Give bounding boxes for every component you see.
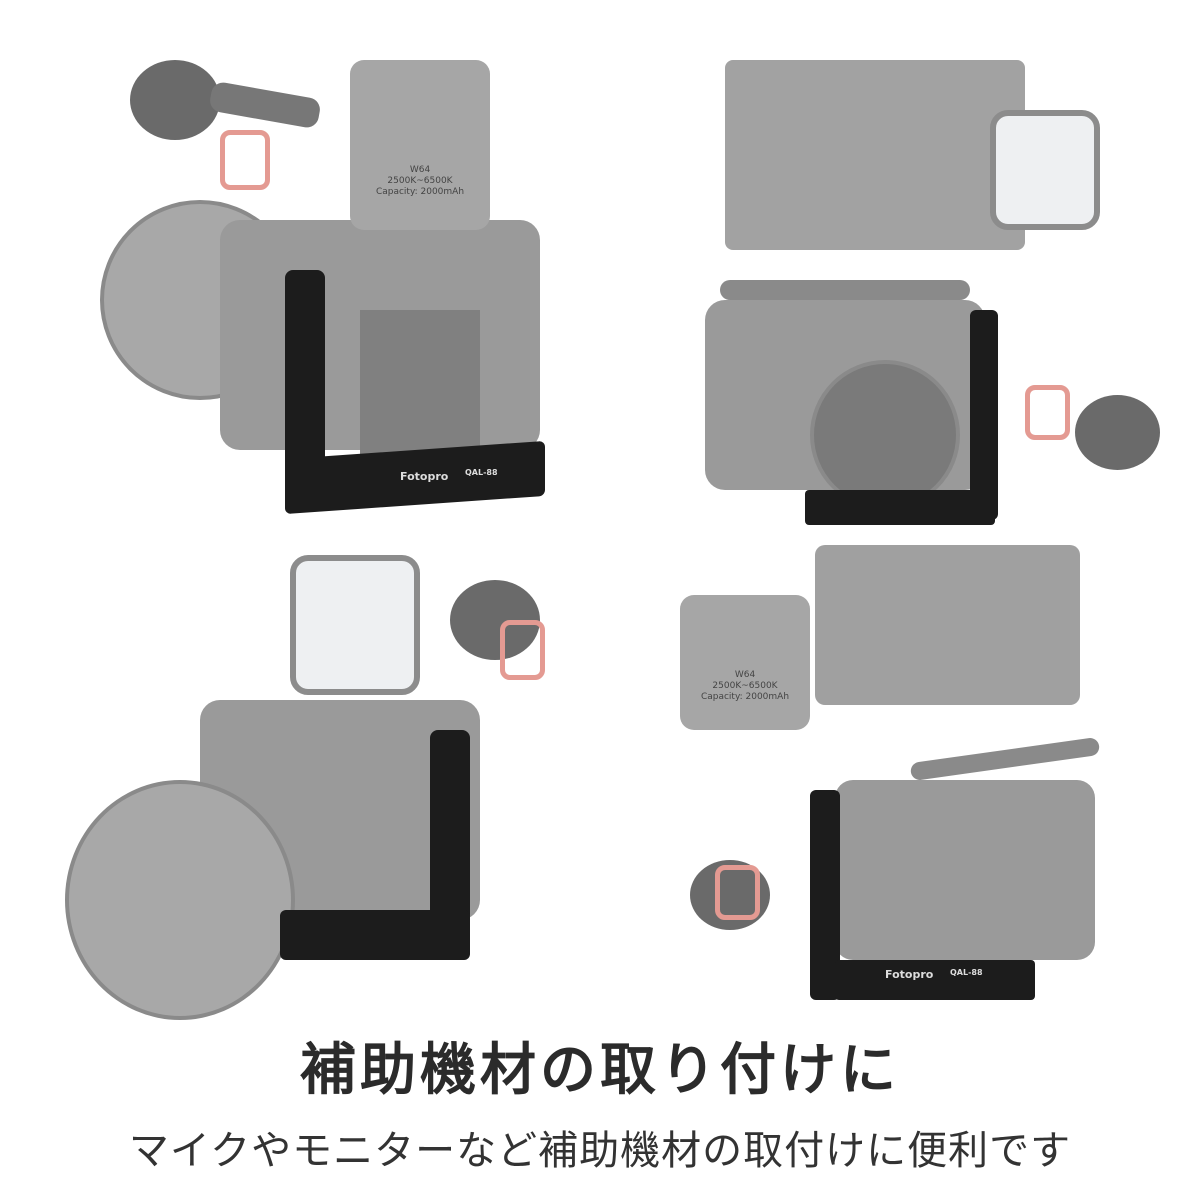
led-light xyxy=(680,595,810,730)
l-bracket xyxy=(970,310,998,520)
scene-light-and-mic-on-camera-side xyxy=(60,550,600,1070)
monitor xyxy=(725,60,1025,250)
camera-screen xyxy=(360,310,480,460)
subheadline: マイクやモニターなど補助機材の取付けに便利です xyxy=(128,1128,1072,1174)
headline: 補助機材の取り付けに xyxy=(300,1038,900,1103)
scene-monitor-and-light-on-camera xyxy=(640,40,1180,560)
l-bracket-base xyxy=(835,960,1035,1000)
camera-body xyxy=(835,780,1095,960)
monitor xyxy=(815,545,1080,705)
camera-lens xyxy=(810,360,960,510)
led-light xyxy=(990,110,1100,230)
mic-shock-mount xyxy=(1025,385,1070,440)
led-light xyxy=(350,60,490,230)
mic-shock-mount xyxy=(715,865,760,920)
l-bracket-base xyxy=(805,490,995,525)
led-light xyxy=(290,555,420,695)
l-bracket-base xyxy=(280,910,470,960)
monitor-arm xyxy=(909,736,1101,782)
bracket-model: QAL-88 xyxy=(950,968,983,977)
camera-lens xyxy=(65,780,295,1020)
monitor-arm xyxy=(720,280,970,300)
mic-body xyxy=(208,80,322,130)
bracket-brand: Fotopro xyxy=(885,968,934,981)
mic-shock-mount xyxy=(500,620,545,680)
microphone xyxy=(1075,395,1160,470)
mic-shock-mount xyxy=(220,130,270,190)
microphone xyxy=(130,60,220,140)
bracket-model: QAL-88 xyxy=(465,468,498,477)
bracket-brand: Fotopro xyxy=(400,470,449,483)
